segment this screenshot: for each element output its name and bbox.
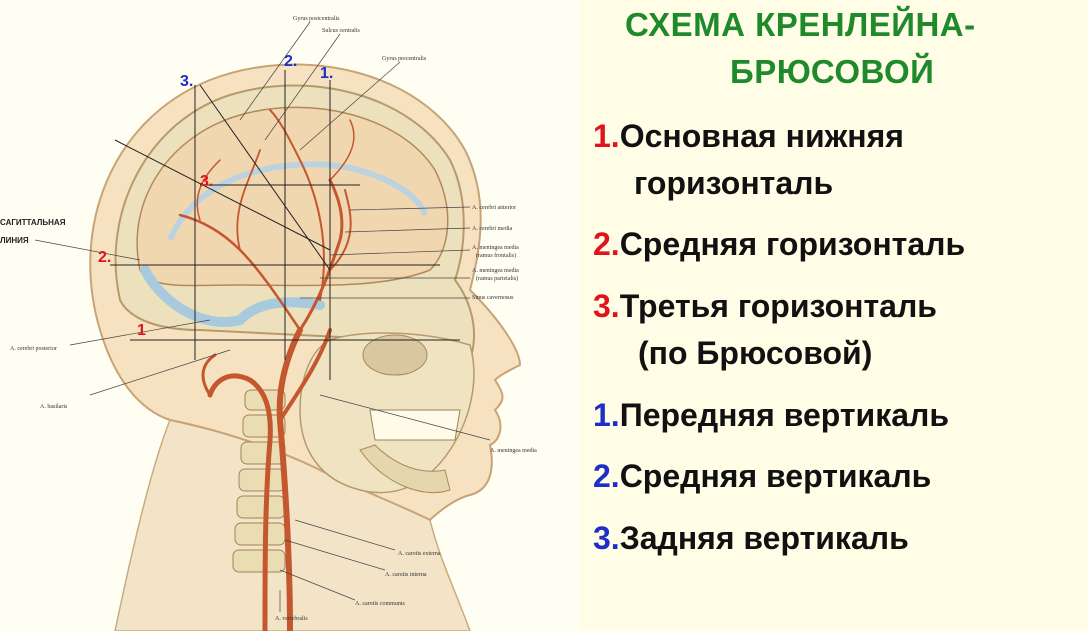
arteries (178, 109, 355, 631)
sinus-transversus (140, 265, 325, 327)
legend-number: 3. (593, 520, 620, 556)
sinus-upper (167, 161, 428, 242)
vertical-marker-3: 3. (180, 73, 193, 90)
leader-lines (34, 21, 491, 612)
legend-text: Задняя вертикаль (619, 520, 909, 556)
label-carotis-externa: A. carotis externa (398, 551, 441, 557)
legend-text: Передняя вертикаль (619, 397, 950, 433)
legend-text: Средняя вертикаль (619, 458, 932, 494)
legend-text: Основная нижняя (619, 118, 904, 154)
label-vertebralis: A. vertebralis (275, 616, 308, 622)
vertical-marker-1: 1. (320, 65, 333, 82)
horizontal-marker-1: 1 (137, 322, 146, 339)
brain (136, 106, 449, 287)
teeth (369, 409, 461, 441)
legend-item-basal-horizontal-cont: горизонталь (634, 165, 834, 201)
label-sulcus-centralis: Sulcus centralis (322, 28, 360, 34)
label-ramus-parietalis: (ramus parietalis) (476, 275, 518, 282)
sagittal-label-line2: ЛИНИЯ (0, 236, 29, 245)
label-cerebri-media: A. cerebri media (472, 226, 512, 232)
label-meningea-media-1: A. meningea media (472, 245, 519, 251)
legend-item-anterior-vertical: 1.Передняя вертикаль (593, 397, 949, 434)
legend-number: 2. (593, 458, 620, 494)
legend-item-posterior-vertical: 3.Задняя вертикаль (593, 520, 909, 557)
legend-item-basal-horizontal: 1.Основная нижняя (593, 118, 904, 155)
rolandic-line (199, 84, 331, 271)
title-line2: БРЮСОВОЙ (730, 53, 935, 90)
legend-number: 1. (593, 118, 620, 154)
title-line1: СХЕМА КРЕНЛЕЙНА- (625, 6, 976, 43)
legend-item-third-horizontal-cont: (по Брюсовой) (638, 335, 873, 371)
label-meningea-media-2: A. meningea media (472, 268, 519, 274)
label-cerebri-anterior: A. cerebri anterior (472, 205, 516, 211)
label-basilaris: A. basilaris (40, 404, 68, 410)
legend-panel: СХЕМА КРЕНЛЕЙНА- БРЮСОВОЙ 1.Основная ниж… (580, 0, 1088, 631)
sagittal-label-line1: САГИТТАЛЬНАЯ (0, 218, 66, 227)
legend-text: Средняя горизонталь (619, 226, 966, 262)
horizontal-marker-3: 3. (200, 173, 213, 190)
label-cerebri-posterior: A. cerebri posterior (10, 346, 57, 352)
sagittal-oblique-line (114, 139, 331, 251)
label-meningea-media-3: A. meningea media (490, 448, 537, 454)
label-gyrus-precentralis: Gyrus precentralis (382, 56, 427, 62)
legend-item-middle-vertical: 2.Средняя вертикаль (593, 458, 931, 495)
mandible (359, 444, 451, 494)
label-gyrus-postcentralis: Gyrus postcentralis (293, 16, 340, 22)
legend-item-middle-horizontal: 2.Средняя горизонталь (593, 226, 965, 263)
kronlein-lines (110, 70, 460, 380)
anatomy-illustration: САГИТТАЛЬНАЯ ЛИНИЯ 3. 2. 1. 3. 2. 1 Gyru… (0, 0, 580, 631)
legend-number: 2. (593, 226, 620, 262)
orbit (362, 334, 428, 376)
legend-text: Третья горизонталь (619, 288, 937, 324)
horizontal-marker-2: 2. (98, 249, 111, 266)
legend-number: 1. (593, 397, 620, 433)
vertical-marker-2: 2. (284, 53, 297, 70)
label-sinus-cavernosus: Sinus cavernosus (472, 295, 514, 301)
label-carotis-communis: A. carotis communis (355, 601, 405, 607)
label-carotis-interna: A. carotis interna (385, 572, 427, 578)
label-ramus-frontalis: (ramus frontalis) (476, 252, 516, 259)
head-diagram-svg: САГИТТАЛЬНАЯ ЛИНИЯ 3. 2. 1. 3. 2. 1 Gyru… (0, 16, 537, 631)
legend-number: 3. (593, 288, 620, 324)
legend-item-third-horizontal: 3.Третья горизонталь (593, 288, 937, 325)
